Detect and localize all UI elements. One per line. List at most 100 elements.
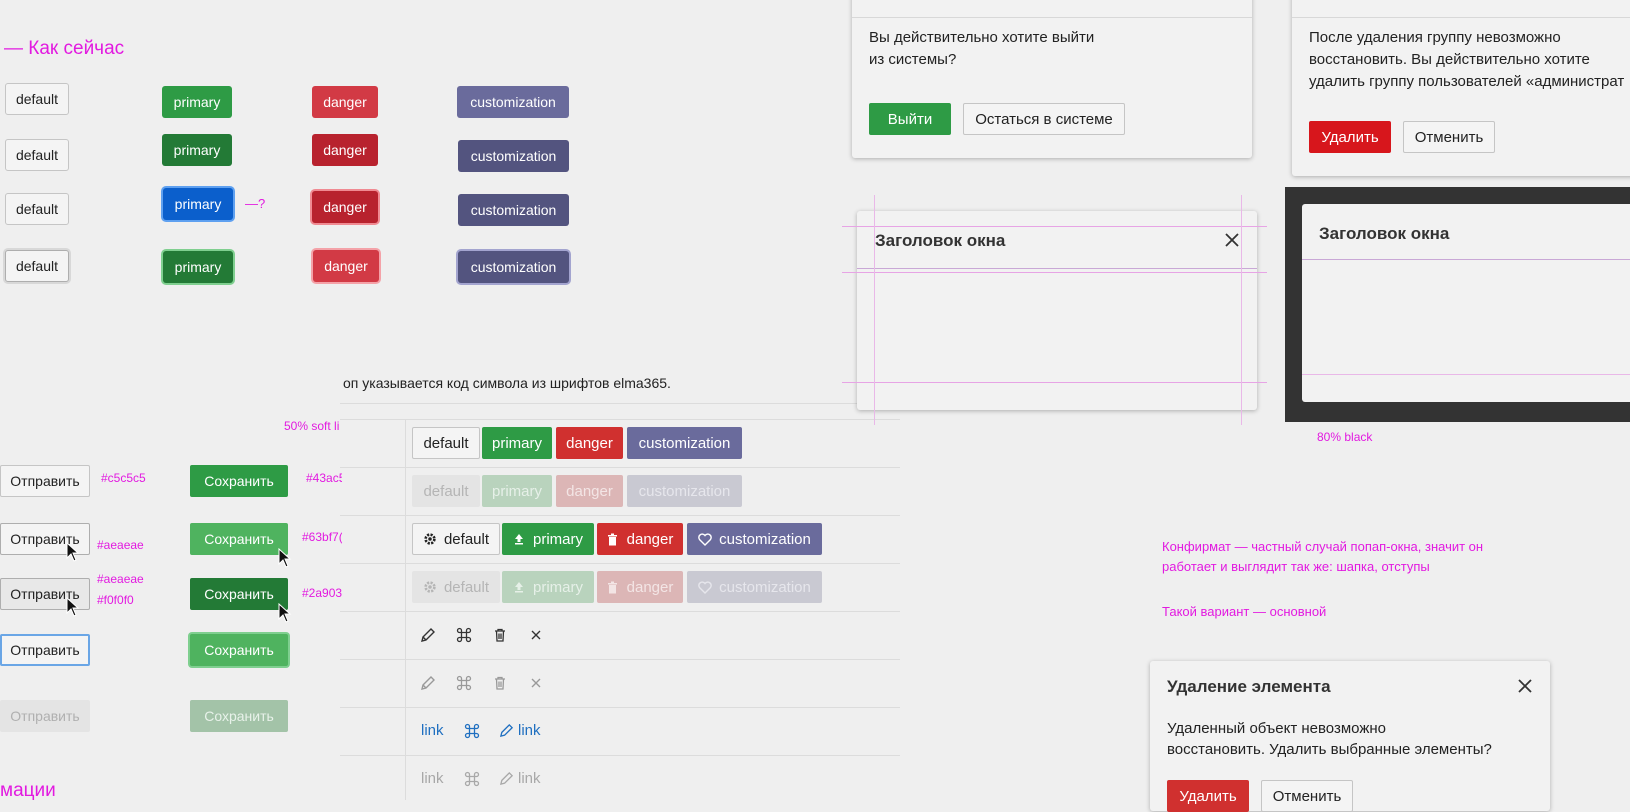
save-button-disabled[interactable]: Сохранить [190,700,288,732]
button-label: customization [719,578,811,596]
dialog-text: восстановить. Вы действительно хотите [1309,51,1590,68]
upload-icon [514,534,523,545]
table-danger-icon-button-disabled[interactable]: danger [597,571,683,603]
dialog-text: удалить группу пользователей «администра… [1309,73,1625,90]
stay-button[interactable]: Остаться в системе [963,103,1125,135]
soft-note: 50% soft li [284,419,340,433]
divider [340,467,900,468]
dialog-text: Удаленный объект невозможно [1167,720,1386,737]
close-icon[interactable] [1224,232,1240,253]
table-column-divider [405,419,406,800]
save-button-hover[interactable]: Сохранить [190,523,288,555]
button-label: primary [532,530,583,548]
table-customization-icon-button[interactable]: customization [687,523,822,555]
pencil-link[interactable]: link [499,722,541,739]
section-bottom-title: мации [0,780,56,801]
trash-icon [607,533,617,545]
default-button-focus[interactable]: default [5,250,69,282]
pencil-link-disabled[interactable]: link [499,770,541,787]
window-dialog-on-overlay: Заголовок окна [1302,204,1630,402]
dialog-text: из системы? [869,51,957,68]
danger-button-pressed[interactable]: danger [313,250,379,282]
save-button-focus[interactable]: Сохранить [190,634,288,666]
table-default-icon-button[interactable]: default [412,523,500,555]
cancel-button[interactable]: Отменить [1403,121,1495,153]
trash-icon[interactable] [492,627,508,643]
table-default-button[interactable]: default [412,427,480,459]
delete-button[interactable]: Удалить [1167,780,1249,812]
pencil-icon[interactable] [420,675,436,691]
color-note-c3a: #aeaeae [97,572,144,586]
customization-button[interactable]: customization [457,86,569,118]
customization-button-hover[interactable]: customization [458,140,569,172]
divider [340,563,900,564]
cancel-button[interactable]: Отменить [1261,780,1353,812]
primary-button-pressed[interactable]: primary [163,251,233,283]
send-button-focus[interactable]: Отправить [0,634,90,666]
cursor-icon [278,548,292,568]
command-icon[interactable] [464,771,480,787]
primary-button-hover[interactable]: primary [162,134,232,166]
guide-line [842,226,1267,227]
link-label: link [518,722,541,739]
close-icon[interactable] [1517,678,1533,699]
customization-button-active[interactable]: customization [458,194,569,226]
save-button[interactable]: Сохранить [190,465,288,497]
send-button-hover[interactable]: Отправить [0,523,90,555]
logout-dialog: Вы действительно хотите выйти из системы… [852,0,1252,158]
table-customization-button[interactable]: customization [627,427,742,459]
close-icon[interactable] [530,677,542,689]
table-customization-button-disabled[interactable]: customization [627,475,742,507]
window-title: Заголовок окна [1319,224,1450,243]
table-primary-icon-button-disabled[interactable]: primary [502,571,594,603]
primary-button[interactable]: primary [162,86,232,118]
button-label: default [443,530,490,548]
table-default-icon-button-disabled[interactable]: default [412,571,500,603]
link[interactable]: link [421,722,444,739]
default-button-hover[interactable]: default [5,139,69,171]
danger-button-focus[interactable]: danger [312,191,378,223]
table-danger-icon-button[interactable]: danger [597,523,683,555]
send-button-disabled[interactable]: Отправить [0,700,90,732]
table-primary-button[interactable]: primary [482,427,552,459]
danger-button[interactable]: danger [312,86,378,118]
guide-line [1241,195,1242,425]
divider [340,755,900,756]
command-icon[interactable] [456,627,472,643]
primary-button-focus[interactable]: primary [163,188,233,220]
dialog-header-divider [852,17,1252,18]
link-disabled[interactable]: link [421,770,444,787]
trash-icon[interactable] [492,675,508,691]
note-text: оп указывается код символа из шрифтов el… [343,375,671,391]
window-title: Заголовок окна [875,231,1006,250]
confirm-note: Конфирмат — частный случай попап-окна, з… [1162,539,1484,554]
table-customization-icon-button-disabled[interactable]: customization [687,571,822,603]
command-icon[interactable] [464,723,480,739]
main-variant-note: Такой вариант — основной [1162,604,1327,619]
save-button-active[interactable]: Сохранить [190,578,288,610]
color-note-c2: #aeaeae [97,538,144,552]
default-button-active[interactable]: default [5,193,69,225]
logout-button[interactable]: Выйти [869,103,951,135]
danger-button-hover[interactable]: danger [312,134,378,166]
table-danger-button[interactable]: danger [556,427,623,459]
color-note-s2: #63bf7( [302,530,342,544]
send-button[interactable]: Отправить [0,465,90,497]
close-icon[interactable] [530,629,542,641]
command-icon[interactable] [456,675,472,691]
gear-icon [424,533,436,545]
divider [340,403,900,404]
pencil-icon[interactable] [420,627,436,643]
dark-overlay: Заголовок окна [1285,187,1630,422]
table-primary-icon-button[interactable]: primary [502,523,594,555]
color-note-s1: #43ac5 [306,471,342,485]
window-header-divider [1302,259,1630,260]
default-button[interactable]: default [5,83,69,115]
table-danger-button-disabled[interactable]: danger [556,475,623,507]
cursor-icon [66,542,80,562]
guide-line [874,195,875,425]
table-primary-button-disabled[interactable]: primary [482,475,552,507]
table-default-button-disabled[interactable]: default [412,475,480,507]
customization-button-focus[interactable]: customization [458,251,569,283]
delete-button[interactable]: Удалить [1309,121,1391,153]
